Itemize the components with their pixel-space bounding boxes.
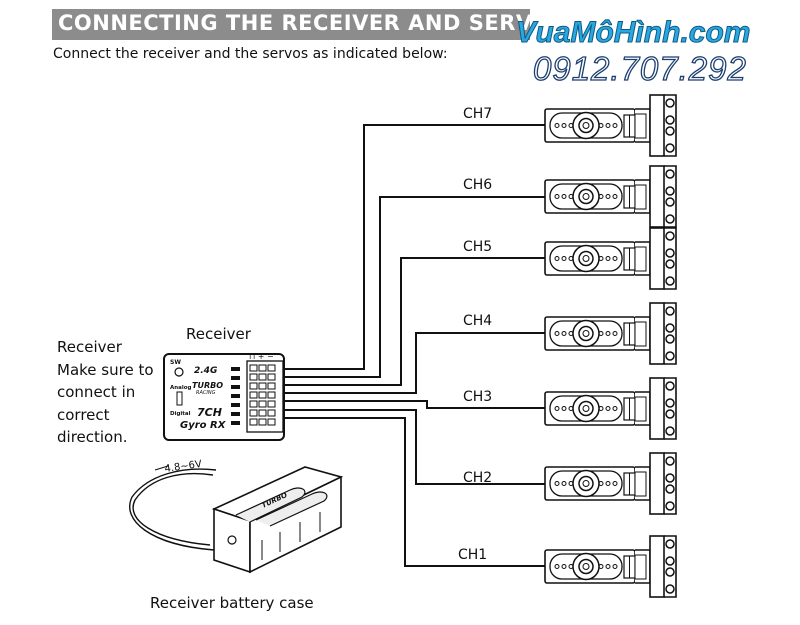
band-logo: 2.4G (194, 366, 217, 376)
channel-label-ch7: CH7 (463, 106, 492, 122)
digital-label: Digital (170, 411, 191, 417)
channel-label-ch6: CH6 (463, 177, 492, 193)
receiver-note: Receiver Make sure to connect in correct… (57, 336, 154, 449)
sw-label: SW (170, 359, 181, 366)
watermark-site: VuaMôHình.com (515, 16, 751, 50)
note-line: Make sure to (57, 360, 154, 379)
channel-label-ch2: CH2 (463, 470, 492, 486)
battery-case: 4.8~6V TURBO (129, 459, 344, 574)
servo-ch5 (544, 227, 677, 290)
wires (282, 124, 548, 567)
page-title: CONNECTING THE RECEIVER AND SERVOS (58, 11, 567, 35)
wire-ch4 (282, 332, 548, 394)
header-bar (52, 9, 530, 40)
note-line: direction. (57, 428, 128, 446)
servo-ch1 (544, 535, 677, 598)
watermark-phone: 0912.707.292 (532, 49, 747, 87)
sw-button (174, 367, 184, 377)
brand-sub: RACING (196, 390, 216, 396)
channel-label-ch5: CH5 (463, 239, 492, 255)
wire-ch2 (282, 409, 548, 485)
wire-ch5 (282, 257, 548, 386)
channel-label-ch3: CH3 (463, 389, 492, 405)
receiver: SW 2.4G TURBO RACING Analog Digital 7CH … (163, 352, 285, 441)
analog-label: Analog (170, 385, 192, 391)
model-sub: Gyro RX (180, 420, 227, 431)
model-label: 7CH (197, 406, 222, 419)
note-line: connect in (57, 383, 136, 401)
subtitle: Connect the receiver and the servos as i… (53, 46, 448, 62)
wire-ch1 (282, 417, 548, 567)
brand-logo: TURBO (192, 381, 223, 390)
wire-ch7 (282, 124, 548, 370)
servo-ch7 (544, 94, 677, 157)
channel-label-ch1: CH1 (458, 547, 487, 563)
note-line: correct (57, 405, 110, 424)
svg-text:⊓ + −: ⊓ + − (249, 352, 274, 361)
servo-ch2 (544, 452, 677, 515)
wire-ch6 (282, 196, 548, 378)
battery-label: Receiver battery case (150, 594, 314, 612)
servo-ch6 (544, 165, 677, 228)
servo-ch3 (544, 377, 677, 440)
wire-ch3 (282, 400, 548, 409)
receiver-label: Receiver (186, 325, 251, 343)
channel-label-ch4: CH4 (463, 313, 492, 329)
note-line: Receiver (57, 338, 122, 356)
battery-voltage: 4.8~6V (164, 459, 203, 475)
servo-ch4 (544, 302, 677, 365)
